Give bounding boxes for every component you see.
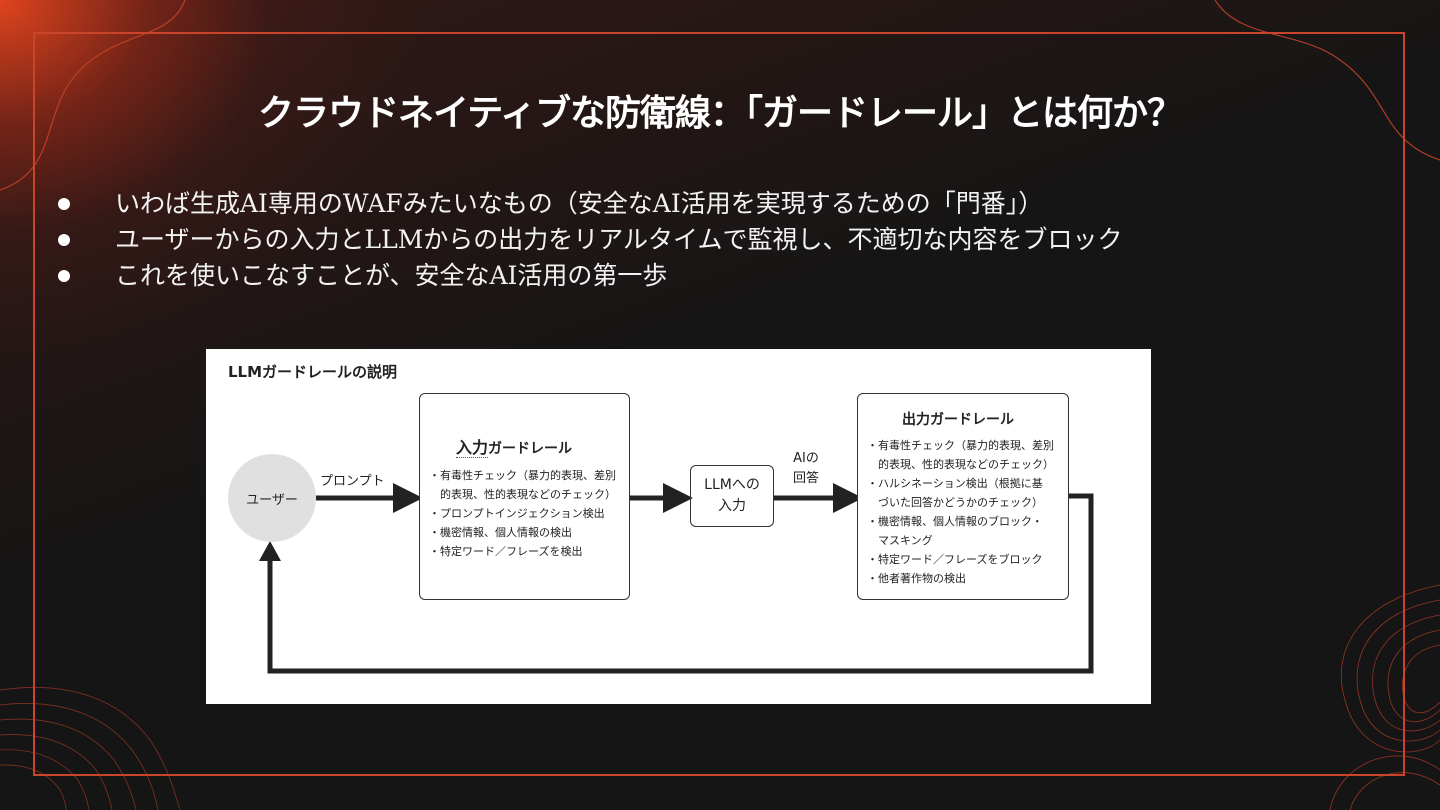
bullet-text: ユーザーからの入力とLLMからの出力をリアルタイムで監視し、不適切な内容をブロッ…: [115, 225, 1123, 254]
bullet-list: いわば生成AI専用のWAFみたいなもの（安全なAI活用を実現するための「門番」）…: [58, 186, 1123, 294]
slide-title: クラウドネイティブな防衛線：「ガードレール」とは何か？: [257, 93, 1183, 134]
list-item: ・特定ワード／フレーズを検出: [429, 545, 583, 558]
list-item: 的表現、性的表現などのチェック）: [867, 458, 1054, 471]
ai-answer-label: AIの 回答: [792, 451, 819, 486]
diagram-title: LLMガードレールの説明: [228, 363, 398, 381]
bullet-dot-icon: [58, 198, 70, 210]
bullet-item: これを使いこなすことが、安全なAI活用の第一歩: [58, 258, 1123, 294]
list-item: 的表現、性的表現などのチェック）: [429, 488, 616, 501]
list-item: ・特定ワード／フレーズをブロック: [867, 553, 1043, 566]
input-guardrail-items: ・有毒性チェック（暴力的表現、差別 的表現、性的表現などのチェック） ・プロンプ…: [429, 466, 616, 561]
diagram-arrows: [259, 483, 1094, 674]
output-guardrail-box: 出力ガードレール ・有毒性チェック（暴力的表現、差別 的表現、性的表現などのチェ…: [857, 393, 1069, 600]
list-item: づいた回答かどうかのチェック）: [867, 496, 1043, 509]
prompt-label: プロンプト: [320, 474, 385, 489]
output-guardrail-items: ・有毒性チェック（暴力的表現、差別 的表現、性的表現などのチェック） ・ハルシネ…: [867, 436, 1054, 588]
list-item: ・機密情報、個人情報の検出: [429, 526, 572, 539]
llm-input-box: LLMへの 入力: [690, 465, 774, 527]
list-item: マスキング: [867, 534, 933, 547]
bullet-text: これを使いこなすことが、安全なAI活用の第一歩: [115, 261, 668, 290]
list-item: ・他者著作物の検出: [867, 572, 966, 585]
bullet-item: ユーザーからの入力とLLMからの出力をリアルタイムで監視し、不適切な内容をブロッ…: [58, 222, 1123, 258]
output-guardrail-title: 出力ガードレール: [902, 412, 1014, 428]
user-label: ユーザー: [246, 492, 298, 508]
list-item: ・機密情報、個人情報のブロック・: [867, 515, 1043, 528]
input-guardrail-box: 入力ガードレール ・有毒性チェック（暴力的表現、差別 的表現、性的表現などのチェ…: [419, 393, 630, 600]
input-title-main: 入力: [456, 438, 489, 458]
arrow-return-head: [259, 541, 281, 561]
guardrail-diagram: LLMガードレールの説明 ユーザー プロンプト 入力ガードレール ・有毒性チェッ…: [206, 349, 1151, 704]
bullet-text: いわば生成AI専用のWAFみたいなもの（安全なAI活用を実現するための「門番」）: [115, 189, 1044, 218]
input-guardrail-title: 入力ガードレール: [456, 434, 572, 458]
bullet-dot-icon: [58, 270, 70, 282]
list-item: ・有毒性チェック（暴力的表現、差別: [429, 469, 616, 482]
list-item: ・有毒性チェック（暴力的表現、差別: [867, 439, 1054, 452]
input-title-rest: ガードレール: [488, 441, 573, 457]
arrow-return-to-user: [267, 493, 1094, 674]
bullet-item: いわば生成AI専用のWAFみたいなもの（安全なAI活用を実現するための「門番」）: [58, 186, 1123, 222]
user-node: ユーザー: [228, 454, 316, 542]
slide-frame: [33, 32, 1405, 776]
list-item: ・プロンプトインジェクション検出: [429, 507, 605, 520]
list-item: ・ハルシネーション検出（根拠に基: [867, 477, 1043, 490]
bullet-dot-icon: [58, 234, 70, 246]
